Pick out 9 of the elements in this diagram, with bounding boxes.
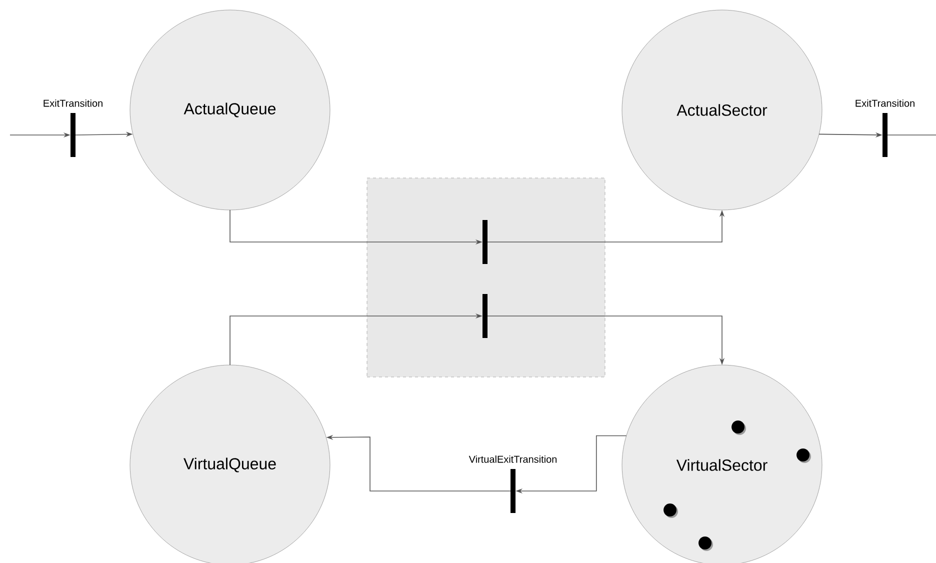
transition-bar <box>70 113 76 157</box>
transition-label: ExitTransition <box>44 99 102 107</box>
transition-label: ExitTransition <box>856 99 914 107</box>
transition-bar <box>882 113 888 157</box>
transition-bar <box>482 294 488 338</box>
transition-label: VirtualExitTransition <box>468 455 557 463</box>
transition-bar <box>482 220 488 264</box>
transition-bar <box>510 469 516 513</box>
dashed-box <box>366 178 606 378</box>
